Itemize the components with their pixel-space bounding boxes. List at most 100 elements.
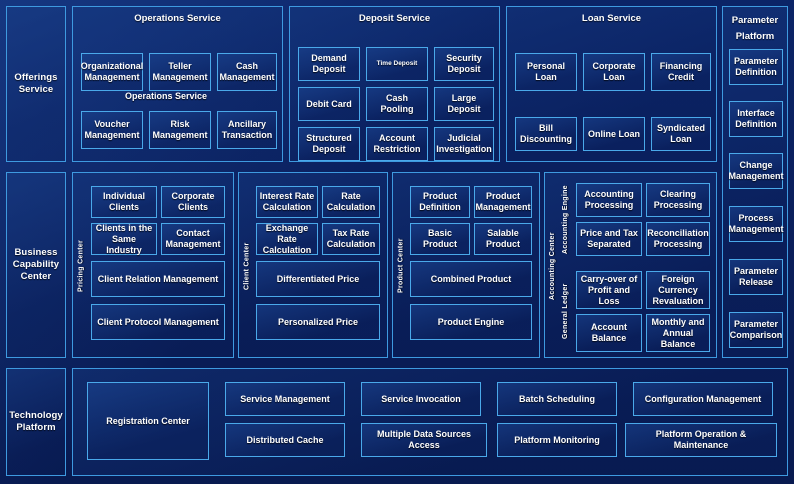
row-label-text: Offerings Service <box>14 72 58 95</box>
node-parameter-comparison[interactable]: Parameter Comparison <box>729 312 783 348</box>
group-deposit-service[interactable]: Deposit Service Demand Deposit Time Depo… <box>289 6 500 162</box>
node-salable-product[interactable]: Salable Product <box>474 223 532 255</box>
node-label: Distributed Cache <box>246 434 324 445</box>
node-process-management[interactable]: Process Management <box>729 206 784 242</box>
node-interface-definition[interactable]: Interface Definition <box>729 101 783 137</box>
node-clients-in-the-same-industry[interactable]: Clients in the Same Industry <box>91 223 157 255</box>
node-product-definition[interactable]: Product Definition <box>410 186 470 218</box>
node-online-loan[interactable]: Online Loan <box>583 117 645 151</box>
node-structured-deposit[interactable]: Structured Deposit <box>298 127 360 161</box>
node-cash-management[interactable]: Cash Management <box>217 53 277 91</box>
node-carry-over-of-profit-and-loss[interactable]: Carry-over of Profit and Loss <box>576 271 642 309</box>
group-parameter-platform[interactable]: Parameter Platform Parameter Definition … <box>722 6 788 358</box>
node-product-management[interactable]: Product Management <box>474 186 532 218</box>
node-basic-product[interactable]: Basic Product <box>410 223 470 255</box>
node-bill-discounting[interactable]: Bill Discounting <box>515 117 577 151</box>
group-loan-service[interactable]: Loan Service Personal Loan Corporate Loa… <box>506 6 717 162</box>
node-label: Judicial Investigation <box>436 133 492 154</box>
group-title-operations-service-overlay: Operations Service <box>125 91 208 101</box>
node-accounting-processing[interactable]: Accounting Processing <box>576 183 642 217</box>
node-distributed-cache[interactable]: Distributed Cache <box>225 423 345 457</box>
node-time-deposit[interactable]: Time Deposit <box>366 47 428 81</box>
node-label: Cash Management <box>219 61 275 82</box>
node-label: Service Invocation <box>381 393 461 404</box>
node-client-relation-management[interactable]: Client Relation Management <box>91 261 225 297</box>
node-batch-scheduling[interactable]: Batch Scheduling <box>497 382 617 416</box>
node-personal-loan[interactable]: Personal Loan <box>515 53 577 91</box>
node-corporate-clients[interactable]: Corporate Clients <box>161 186 225 218</box>
group-client-center[interactable]: Client Center Interest Rate Calculation … <box>238 172 388 358</box>
node-monthly-and-annual-balance[interactable]: Monthly and Annual Balance <box>646 314 710 352</box>
row-label-offerings-service[interactable]: Offerings Service <box>6 6 66 162</box>
node-label: Cash Pooling <box>380 93 414 114</box>
node-change-management[interactable]: Change Management <box>729 153 784 189</box>
group-operations-service[interactable]: Operations Service Organizational Manage… <box>72 6 283 162</box>
node-platform-operation-and-maintenance[interactable]: Platform Operation & Maintenance <box>625 423 777 457</box>
vlabel-client-center: Client Center <box>243 242 251 290</box>
node-platform-monitoring[interactable]: Platform Monitoring <box>497 423 617 457</box>
node-label: Organizational Management <box>80 61 144 82</box>
node-service-invocation[interactable]: Service Invocation <box>361 382 481 416</box>
node-label: Salable Product <box>485 228 520 249</box>
node-account-balance[interactable]: Account Balance <box>576 314 642 352</box>
node-account-restriction[interactable]: Account Restriction <box>366 127 428 161</box>
node-exchange-rate-calculation[interactable]: Exchange Rate Calculation <box>256 223 318 255</box>
node-ancillary-transaction[interactable]: Ancillary Transaction <box>217 111 277 149</box>
group-title-parameter-platform-line1: Parameter <box>731 15 779 26</box>
node-contact-management[interactable]: Contact Management <box>161 223 225 255</box>
node-individual-clients[interactable]: Individual Clients <box>91 186 157 218</box>
node-personalized-price[interactable]: Personalized Price <box>256 304 380 340</box>
row-label-business-capability-center[interactable]: Business Capability Center <box>6 172 66 358</box>
node-parameter-release[interactable]: Parameter Release <box>729 259 783 295</box>
node-price-and-tax-separated[interactable]: Price and Tax Separated <box>576 222 642 256</box>
node-debit-card[interactable]: Debit Card <box>298 87 360 121</box>
node-parameter-definition[interactable]: Parameter Definition <box>729 49 783 85</box>
node-label: Product Definition <box>419 191 461 212</box>
node-combined-product[interactable]: Combined Product <box>410 261 532 297</box>
node-rate-calculation[interactable]: Rate Calculation <box>322 186 380 218</box>
node-large-deposit[interactable]: Large Deposit <box>434 87 494 121</box>
vlabel-accounting-engine: Accounting Engine <box>562 185 569 255</box>
node-label: Financing Credit <box>659 61 703 82</box>
node-product-engine[interactable]: Product Engine <box>410 304 532 340</box>
node-corporate-loan[interactable]: Corporate Loan <box>583 53 645 91</box>
node-label: Client Relation Management <box>97 273 219 284</box>
node-registration-center[interactable]: Registration Center <box>87 382 209 460</box>
node-voucher-management[interactable]: Voucher Management <box>81 111 143 149</box>
node-service-management[interactable]: Service Management <box>225 382 345 416</box>
node-label: Parameter Comparison <box>729 319 783 340</box>
node-foreign-currency-revaluation[interactable]: Foreign Currency Revaluation <box>646 271 710 309</box>
node-financing-credit[interactable]: Financing Credit <box>651 53 711 91</box>
node-tax-rate-calculation[interactable]: Tax Rate Calculation <box>322 223 380 255</box>
node-demand-deposit[interactable]: Demand Deposit <box>298 47 360 81</box>
node-reconciliation-processing[interactable]: Reconciliation Processing <box>646 222 710 256</box>
node-client-protocol-management[interactable]: Client Protocol Management <box>91 304 225 340</box>
node-cash-pooling[interactable]: Cash Pooling <box>366 87 428 121</box>
group-technology-platform[interactable]: Registration Center Service Management S… <box>72 368 788 476</box>
group-product-center[interactable]: Product Center Product Definition Produc… <box>392 172 540 358</box>
node-organizational-management[interactable]: Organizational Management <box>81 53 143 91</box>
group-pricing-center[interactable]: Pricing Center Individual Clients Corpor… <box>72 172 234 358</box>
vlabel-product-center: Product Center <box>397 238 405 294</box>
node-syndicated-loan[interactable]: Syndicated Loan <box>651 117 711 151</box>
node-security-deposit[interactable]: Security Deposit <box>434 47 494 81</box>
group-title-deposit-service: Deposit Service <box>358 13 431 24</box>
node-differentiated-price[interactable]: Differentiated Price <box>256 261 380 297</box>
node-label: Personalized Price <box>277 316 359 327</box>
node-interest-rate-calculation[interactable]: Interest Rate Calculation <box>256 186 318 218</box>
node-label: Interface Definition <box>735 108 777 129</box>
group-accounting-center[interactable]: Accounting Center Accounting Engine Gene… <box>544 172 717 358</box>
node-clearing-processing[interactable]: Clearing Processing <box>646 183 710 217</box>
node-risk-management[interactable]: Risk Management <box>149 111 211 149</box>
node-judicial-investigation[interactable]: Judicial Investigation <box>434 127 494 161</box>
node-label: Client Protocol Management <box>97 316 219 327</box>
vlabel-general-ledger: General Ledger <box>562 283 569 339</box>
node-label: Corporate Loan <box>592 61 636 82</box>
row-label-technology-platform[interactable]: Technology Platform <box>6 368 66 476</box>
node-configuration-management[interactable]: Configuration Management <box>633 382 773 416</box>
node-label: Bill Discounting <box>520 123 572 144</box>
node-multiple-data-sources-access[interactable]: Multiple Data Sources Access <box>361 423 487 457</box>
node-teller-management[interactable]: Teller Management <box>149 53 211 91</box>
node-label: Tax Rate Calculation <box>326 228 376 249</box>
